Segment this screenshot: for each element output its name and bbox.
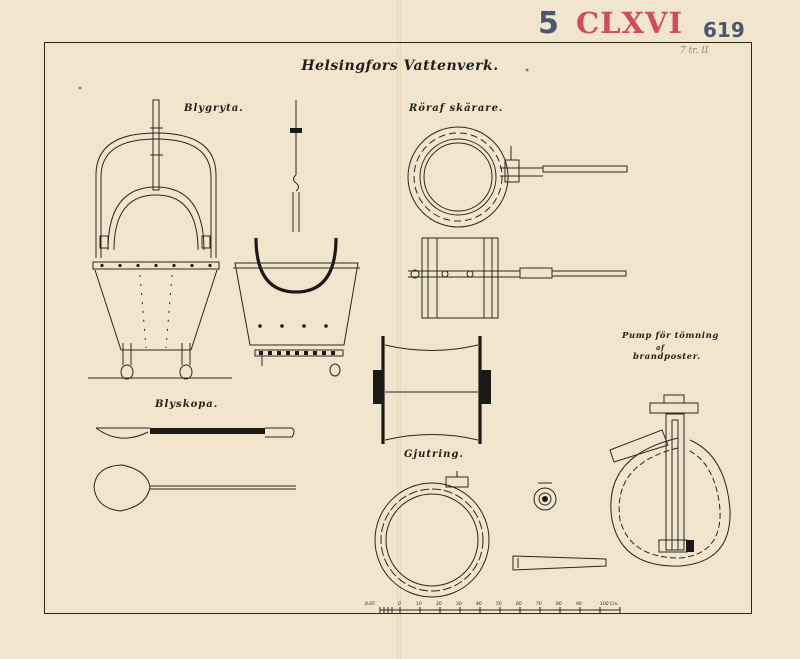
scale-tick-label: 90 [576, 601, 582, 607]
scale-tick-label: 0 [398, 601, 401, 607]
lead-pot-front-view [88, 99, 232, 380]
scale-tick-label: 20 [436, 601, 442, 607]
scale-tick-label: 0.05 [365, 601, 375, 607]
scale-tick-label: 10 [416, 601, 422, 607]
stamp-roman-numeral: CLXVI [576, 6, 684, 40]
label-pump-line2: af [656, 343, 665, 352]
lead-ladle-top-view [93, 464, 296, 512]
lead-ladle-side-view [95, 427, 295, 439]
lead-pot-section-view [233, 100, 360, 377]
scale-tick-label: 40 [476, 601, 482, 607]
label-blygryta: Blygryta. [184, 103, 244, 114]
tapered-pipe [512, 555, 607, 571]
stamp-small-number: 619 [703, 18, 745, 42]
casting-ring-section [373, 336, 491, 444]
stray-dot [525, 68, 529, 72]
casting-ring-plan-view [374, 471, 490, 598]
scale-tick-label: 50 [496, 601, 502, 607]
small-washer [533, 482, 557, 511]
label-pump-line3: brandposter. [633, 352, 701, 362]
drawing-title: Helsingfors Vattenverk. [301, 58, 499, 74]
stray-dot [78, 86, 82, 90]
pipe-cutter-side-view [408, 237, 627, 319]
scale-bar: 0.05 0 10 20 30 40 50 60 70 80 90 100 Cm… [365, 601, 621, 613]
scale-tick-label: 100 Cm. [600, 601, 619, 607]
label-blyskopa: Blyskopa. [155, 399, 219, 410]
drawing-frame [44, 42, 752, 614]
pipe-cutter-top-view [407, 126, 628, 228]
stamp-number: 5 [538, 6, 559, 41]
label-gjutring: Gjutring. [404, 449, 464, 460]
label-pump-line1: Pump för tömning [622, 331, 719, 341]
scale-tick-label: 60 [516, 601, 522, 607]
hydrant-pump [609, 394, 731, 567]
scale-tick-label: 70 [536, 601, 542, 607]
pencil-note: 7 tr. II [680, 46, 709, 56]
paper-fold [397, 0, 401, 659]
scale-tick-label: 80 [556, 601, 562, 607]
label-rorafskarare: Röraf skärare. [409, 103, 504, 114]
scale-tick-label: 30 [456, 601, 462, 607]
